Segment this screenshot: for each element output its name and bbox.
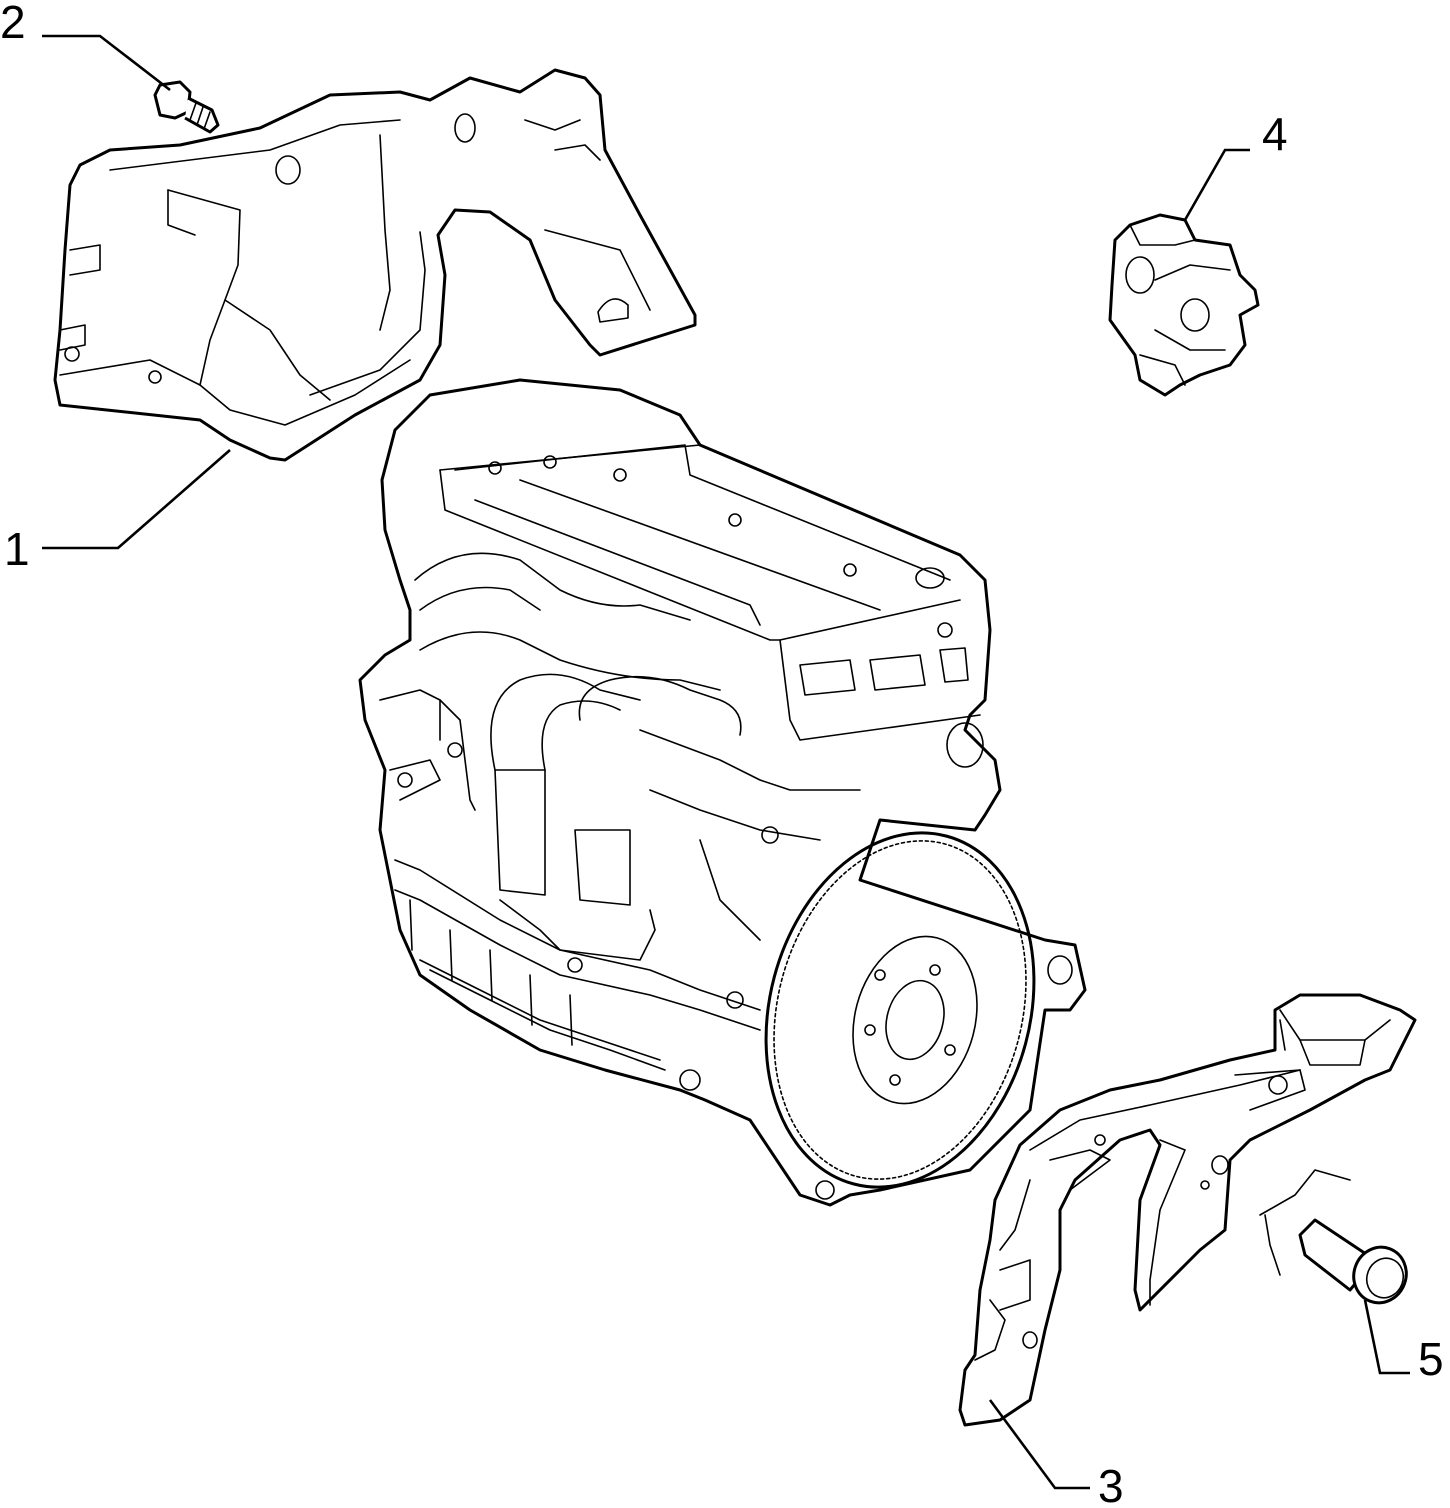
callout-5: 5: [1418, 1333, 1444, 1385]
callout-3: 3: [1098, 1460, 1124, 1508]
part-5-pin[interactable]: [1298, 1218, 1414, 1310]
part-2-bolt[interactable]: [153, 80, 220, 134]
part-1-upper-timing-cover[interactable]: [53, 68, 697, 462]
part-3-lower-timing-cover[interactable]: [958, 993, 1417, 1427]
part-4-clip[interactable]: [1108, 213, 1260, 397]
leader-line-1: [42, 449, 231, 550]
leader-line-2: [42, 34, 171, 92]
callout-1: 1: [4, 523, 30, 575]
callout-2: 2: [0, 0, 26, 48]
leader-line-5: [1363, 1299, 1410, 1375]
leader-line-3: [988, 1399, 1090, 1490]
callout-4: 4: [1262, 108, 1288, 160]
engine-assembly: [358, 378, 1087, 1207]
leader-line-4: [1183, 148, 1250, 221]
